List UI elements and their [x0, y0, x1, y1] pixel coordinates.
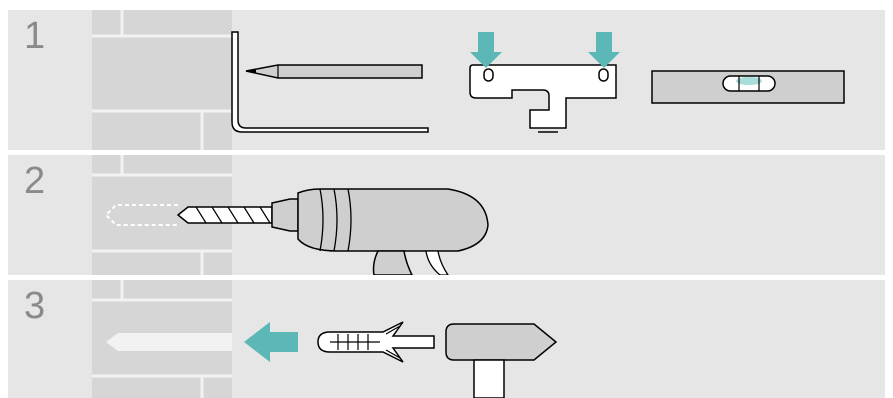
bracket-template-icon [469, 64, 617, 133]
arrow-down-icon [470, 32, 620, 68]
drilled-hole-icon [106, 333, 232, 351]
step-3-illustration [92, 280, 558, 398]
step-3-panel: 3 [8, 280, 885, 398]
step-1-panel: 1 [8, 10, 885, 150]
drill-bit-icon [176, 206, 273, 224]
arrow-left-icon [244, 322, 298, 362]
step-number: 2 [24, 160, 46, 202]
set-square-icon [231, 31, 429, 133]
step-number: 3 [24, 285, 46, 327]
step-1-illustration [92, 10, 845, 150]
wall-plug-icon [317, 321, 435, 363]
spirit-level-icon [651, 70, 845, 104]
hammer-icon [445, 323, 558, 398]
step-2-illustration [92, 155, 489, 275]
brick-wall [92, 10, 232, 150]
power-drill-icon [271, 188, 489, 275]
step-2-panel: 2 [8, 155, 885, 275]
pencil-icon [245, 64, 423, 79]
step-number: 1 [24, 15, 46, 57]
